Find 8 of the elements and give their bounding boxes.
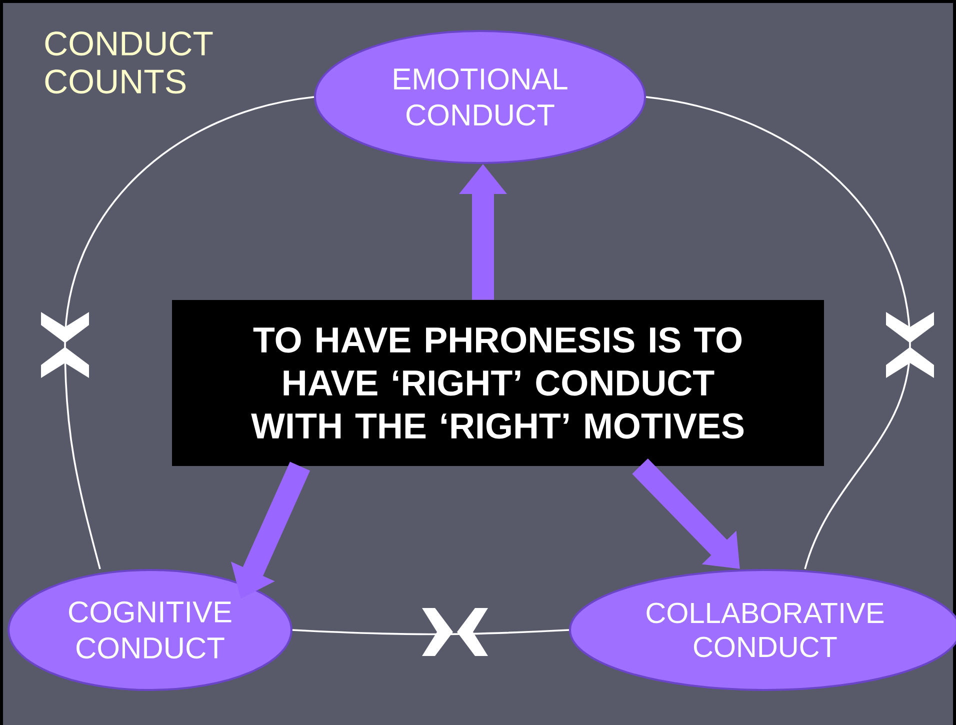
ellipse-node: COLLABORATIVE CONDUCT: [569, 568, 956, 691]
ellipse-node: EMOTIONAL CONDUCT: [314, 30, 646, 164]
chevron-arc: [292, 629, 570, 636]
ellipse-node: COGNITIVE CONDUCT: [8, 568, 292, 691]
slide-title: CONDUCT COUNTS: [45, 32, 213, 94]
statement-box: TO HAVE PHRONESIS IS TO HAVE ‘RIGHT’ CONDUCT WITH THE ‘RIGHT’ MOTIVES: [172, 300, 824, 466]
chevron-arc: [64, 96, 314, 570]
chevron-arc: [646, 96, 911, 570]
